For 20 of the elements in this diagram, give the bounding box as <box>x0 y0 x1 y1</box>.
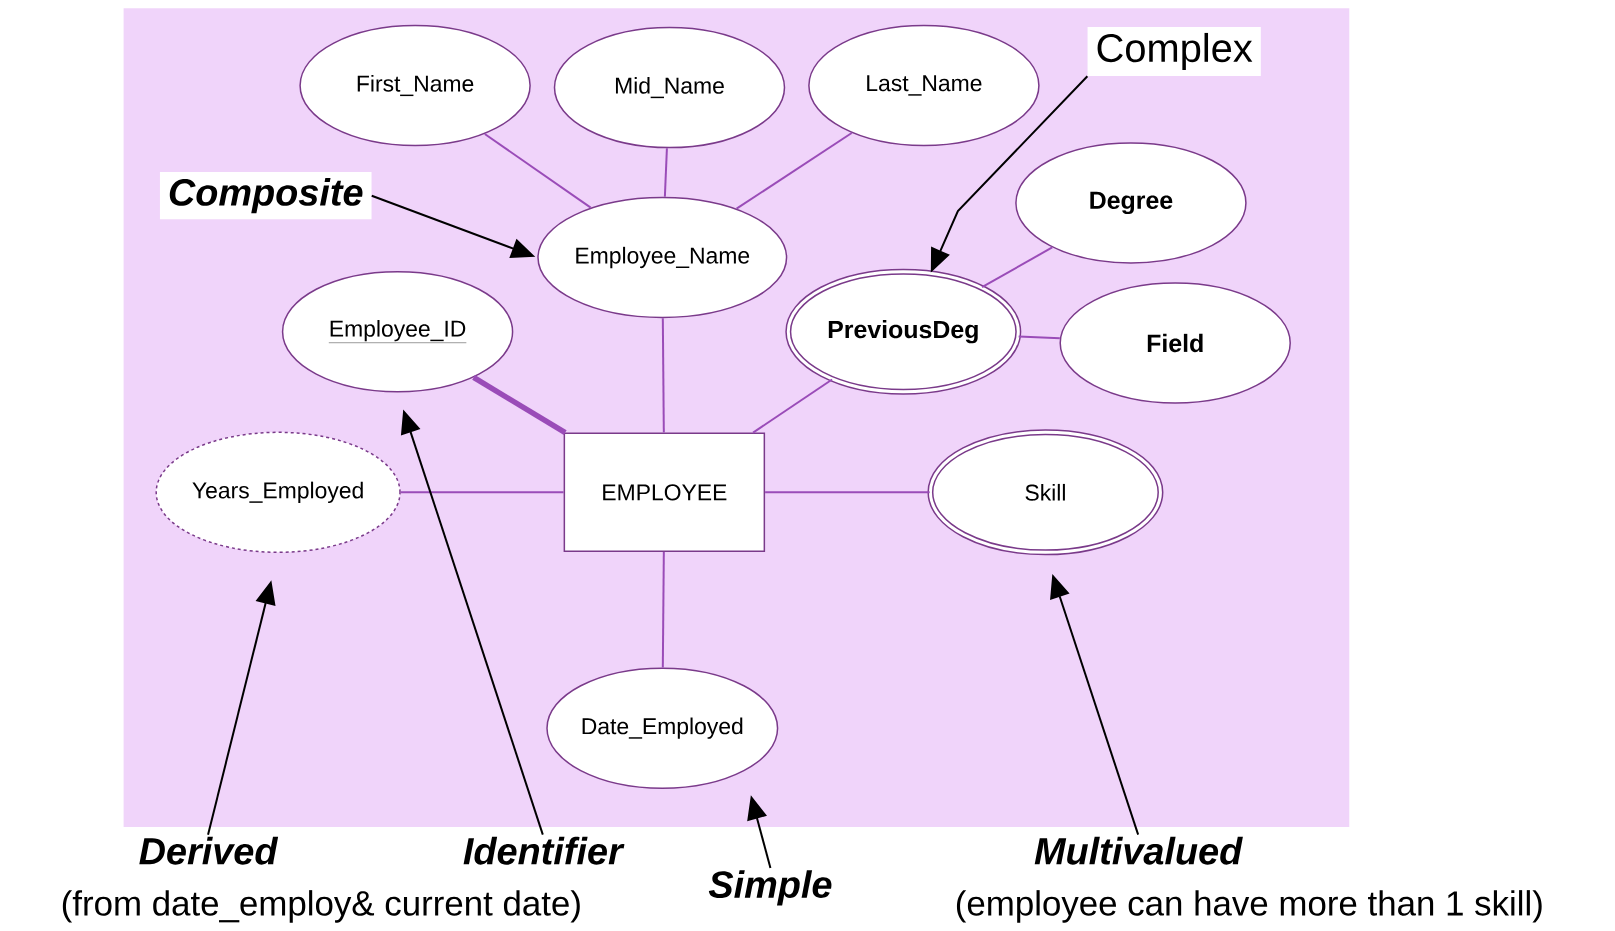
connector-line <box>1017 335 1061 340</box>
connector-line <box>735 131 853 210</box>
connector-line <box>764 491 931 494</box>
callout-label: Multivalued <box>1034 836 1243 865</box>
connector-line <box>661 551 665 669</box>
entity-box: EMPLOYEE <box>563 432 766 553</box>
note-text: (from date_employ& current date) <box>62 890 580 923</box>
connector-line <box>752 378 834 434</box>
callout-label: Derived <box>139 836 279 865</box>
callout-label: Identifier <box>463 836 625 865</box>
connector-line <box>981 246 1054 289</box>
connector-line <box>483 132 592 209</box>
callout-label: Complex <box>1087 26 1261 77</box>
connector-line <box>399 491 565 494</box>
note-text: (employee can have more than 1 skill) <box>956 890 1542 923</box>
callout-label: Composite <box>159 172 372 220</box>
connector-line <box>472 375 567 435</box>
connector-line <box>663 147 668 198</box>
connector-line <box>661 317 665 434</box>
callout-label: Simple <box>708 870 832 906</box>
